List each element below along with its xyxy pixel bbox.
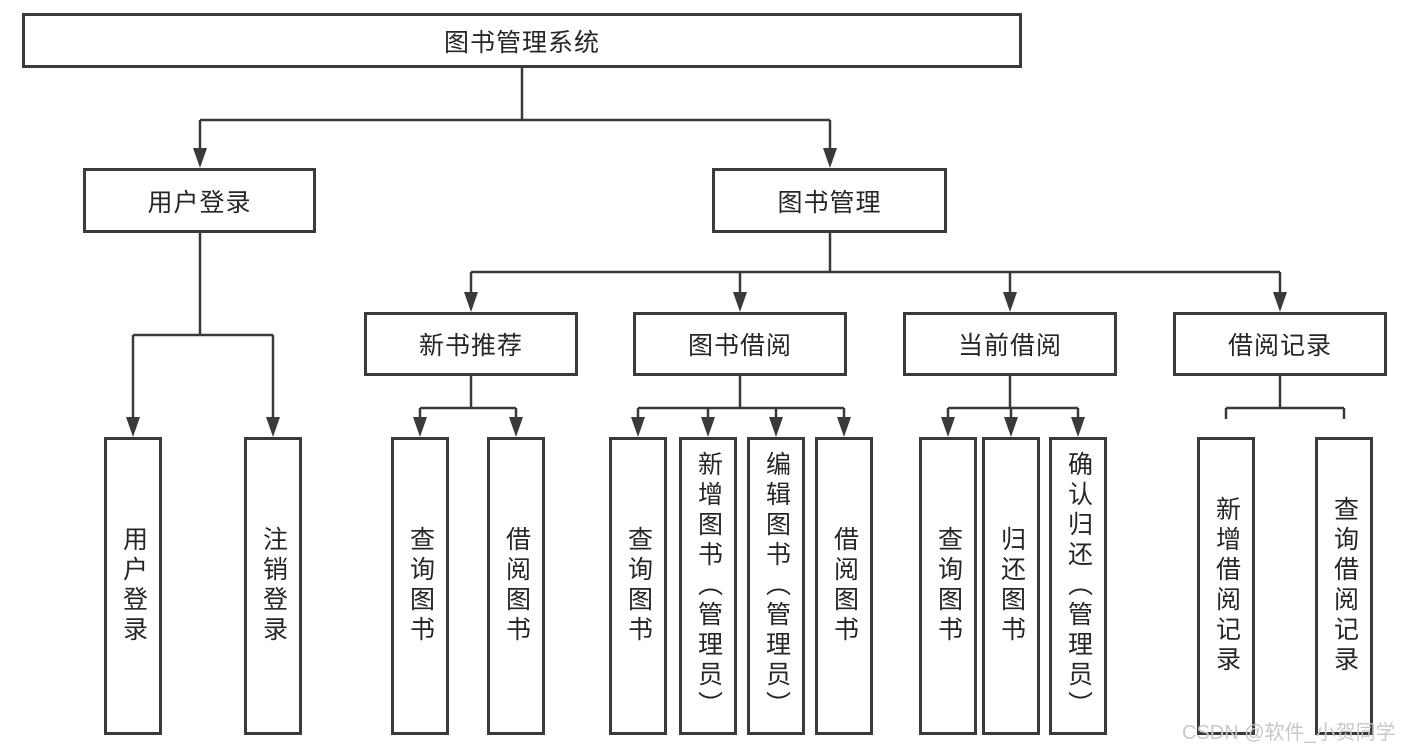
csdn-watermark: CSDN @软件_小贺同学 <box>1182 722 1396 744</box>
leaf-query-books-borrow: 查询图书 <box>609 437 667 735</box>
arrowhead <box>837 417 851 437</box>
arrowhead <box>733 292 747 312</box>
node-book-management-branch: 图书管理 <box>712 168 947 233</box>
leaf-logout: 注销登录 <box>244 437 302 735</box>
leaf-add-books-admin: 新增图书（管理员） <box>679 437 737 735</box>
node-user-login-branch: 用户登录 <box>83 168 316 233</box>
arrowhead <box>941 417 955 437</box>
arrowhead <box>823 148 837 168</box>
leaf-label: 新增借阅记录 <box>1212 496 1241 676</box>
connector-records-to-leaves <box>1224 376 1346 419</box>
leaf-confirm-return-admin: 确认归还（管理员） <box>1049 437 1107 735</box>
arrowhead <box>266 417 280 437</box>
node-book-borrowing: 图书借阅 <box>633 312 847 376</box>
leaf-add-borrow-record: 新增借阅记录 <box>1197 437 1255 735</box>
leaf-label: 借阅图书 <box>502 526 531 646</box>
arrowhead <box>631 417 645 437</box>
connector-bookborrow-to-leaves <box>636 376 846 419</box>
leaf-label: 用户登录 <box>119 526 148 646</box>
leaf-label: 编辑图书（管理员） <box>762 451 791 721</box>
leaf-label: 查询图书 <box>934 526 963 646</box>
leaf-user-login: 用户登录 <box>104 437 162 735</box>
node-library-management-system: 图书管理系统 <box>22 13 1022 68</box>
connector-root-to-level2 <box>198 68 832 150</box>
arrowhead <box>126 417 140 437</box>
leaf-label: 借阅图书 <box>830 526 859 646</box>
leaf-edit-books-admin: 编辑图书（管理员） <box>747 437 805 735</box>
connector-currentborrow-to-leaves <box>946 376 1080 419</box>
leaf-label: 归还图书 <box>997 526 1026 646</box>
leaf-label: 查询图书 <box>406 526 435 646</box>
arrowhead <box>193 148 207 168</box>
leaf-label: 确认归还（管理员） <box>1064 451 1093 721</box>
leaf-label: 新增图书（管理员） <box>694 451 723 721</box>
node-borrowing-records: 借阅记录 <box>1173 312 1387 376</box>
leaf-borrow-books: 借阅图书 <box>815 437 873 735</box>
arrowhead <box>509 417 523 437</box>
leaf-label: 注销登录 <box>259 526 288 646</box>
arrowhead <box>701 417 715 437</box>
leaf-query-books-recommend: 查询图书 <box>391 437 449 735</box>
node-new-book-recommendation: 新书推荐 <box>364 312 578 376</box>
node-current-borrowing: 当前借阅 <box>903 312 1117 376</box>
arrowhead <box>1004 417 1018 437</box>
leaf-label: 查询图书 <box>624 526 653 646</box>
leaf-borrow-books-recommend: 借阅图书 <box>487 437 545 735</box>
arrowheads <box>126 148 1287 437</box>
arrowhead <box>769 417 783 437</box>
connector-userlogin-to-leaves <box>131 233 275 419</box>
arrowhead <box>413 417 427 437</box>
leaf-label: 查询借阅记录 <box>1330 496 1359 676</box>
leaf-query-borrow-record: 查询借阅记录 <box>1315 437 1373 735</box>
leaf-query-books-current: 查询图书 <box>919 437 977 735</box>
arrowhead <box>1071 417 1085 437</box>
arrowhead <box>464 292 478 312</box>
arrowhead <box>1273 292 1287 312</box>
leaf-return-books: 归还图书 <box>982 437 1040 735</box>
connector-bookmgmt-to-level3 <box>469 233 1282 294</box>
arrowhead <box>1003 292 1017 312</box>
connector-newbook-to-leaves <box>418 376 518 419</box>
